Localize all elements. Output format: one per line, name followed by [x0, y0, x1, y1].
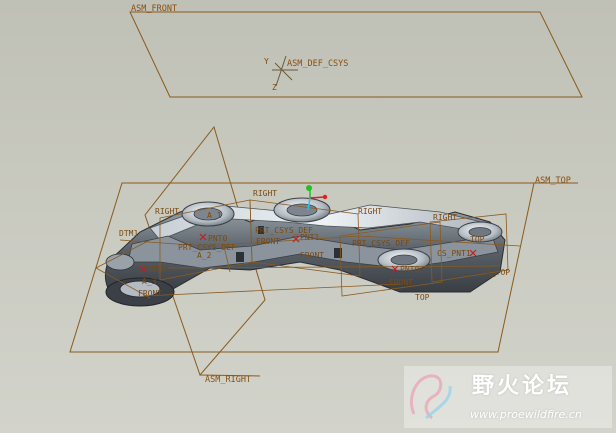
- part-label-front-1: FRONT: [256, 237, 280, 246]
- csys-triad-icon[interactable]: [272, 55, 298, 87]
- part-label-right-3: RIGHT: [358, 207, 382, 216]
- datum-points: [139, 233, 477, 273]
- csys-label: ASM_DEF_CSYS: [287, 59, 348, 69]
- part-label-pnt0-1: PNT0: [208, 234, 227, 243]
- part-label-top-2: TOP: [470, 235, 485, 244]
- asm-front-label: ASM_FRONT: [131, 4, 177, 14]
- asm-top-label: ASM_TOP: [535, 176, 571, 186]
- asm-right-label: ASM_RIGHT: [205, 375, 251, 385]
- datum-plane-asm-front[interactable]: [129, 11, 583, 98]
- watermark-logo-icon: [404, 366, 612, 428]
- part-label-a-1: A_1: [207, 211, 222, 220]
- part-label-right-4: RIGHT: [433, 213, 457, 222]
- part-label-prt-csys-def-3: PRT_CSYS_DEF: [352, 239, 410, 248]
- part-label-front-4: FRONT: [300, 251, 324, 260]
- part-label-prt-csys-def-1: PRT_CSYS_DEF: [255, 226, 313, 235]
- part-label-cs-pnt1: CS_PNT1: [437, 249, 471, 258]
- part-label-pnt1: PNT1: [300, 233, 319, 242]
- datum-plane-asm-top[interactable]: [69, 182, 578, 353]
- csys-axis-z-label: Z: [272, 83, 277, 92]
- part-label-right-1: RIGHT: [253, 189, 277, 198]
- part-label-dtm1: DTM1: [119, 229, 138, 238]
- watermark-url: www.proewildfire.cn: [470, 408, 582, 421]
- chain-link-part[interactable]: [104, 197, 506, 307]
- part-label-a-top: A_TOP: [486, 268, 510, 277]
- part-label-right-2: RIGHT: [155, 207, 179, 216]
- drag-handle-icon[interactable]: [306, 185, 328, 211]
- part-label-front-2: FRONT: [389, 278, 413, 287]
- part-label-top-1: TOP: [415, 293, 430, 302]
- watermark-title: 野火论坛: [472, 374, 573, 399]
- part-label-a-2: A_2: [197, 251, 212, 260]
- csys-axis-y-label: Y: [264, 57, 269, 66]
- part-datum-wireframe: [95, 199, 521, 299]
- part-label-pnt0-3: PNT0: [400, 265, 419, 274]
- watermark: 野火论坛 www.proewildfire.cn: [404, 366, 612, 428]
- part-label-front-3: FRONT: [138, 289, 162, 298]
- part-label-a-3: A_3: [142, 277, 157, 286]
- part-label-pnt0-2: PNT0: [146, 265, 165, 274]
- part-label-prt-csys-def-2: PRT_CSYS_DEF: [178, 243, 236, 252]
